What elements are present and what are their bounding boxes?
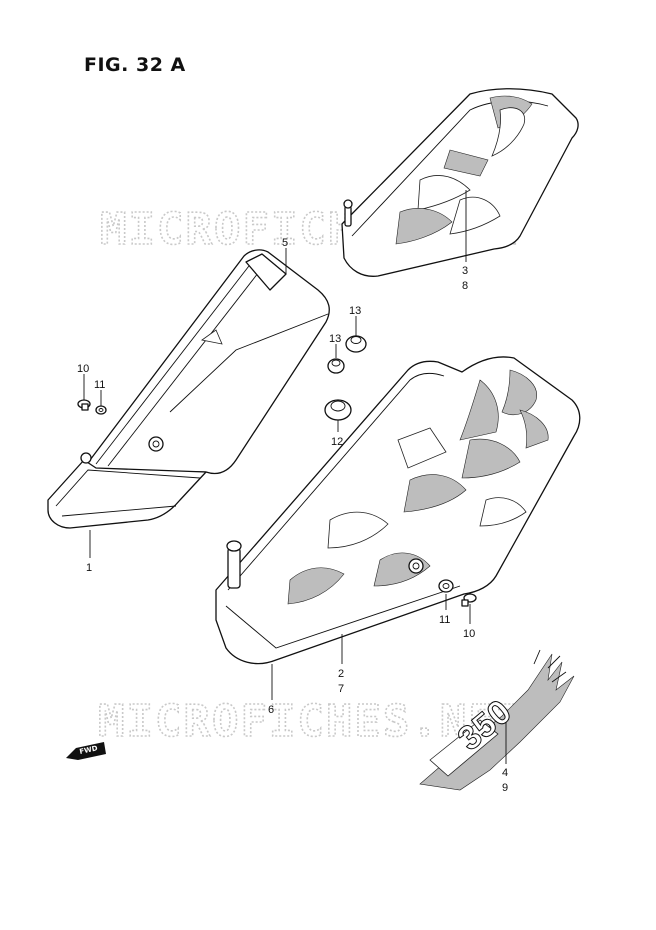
callout-11-left: 11 — [94, 379, 105, 391]
callout-5: 5 — [282, 237, 288, 249]
callout-13-lower: 13 — [329, 333, 341, 345]
screw-10-right — [461, 593, 477, 607]
main-frame-cover — [215, 356, 581, 665]
upper-side-cover — [83, 249, 330, 475]
callout-9: 9 — [502, 782, 508, 794]
callout-6: 6 — [268, 704, 274, 716]
callout-12: 12 — [331, 436, 343, 448]
callout-4: 4 — [502, 767, 508, 779]
leader-lines — [83, 190, 507, 764]
callout-1: 1 — [86, 562, 92, 574]
callout-8: 8 — [462, 280, 468, 292]
figure-title: FIG. 32 A — [84, 54, 186, 76]
grommet-12 — [324, 399, 352, 421]
screw-10-left — [77, 399, 91, 411]
grommet-13-upper — [345, 335, 367, 353]
left-frame-cover — [47, 452, 207, 529]
callout-11-right: 11 — [439, 614, 450, 626]
callout-3: 3 — [462, 265, 468, 277]
callout-13-upper: 13 — [349, 305, 361, 317]
washer-11-right — [438, 579, 454, 593]
grommet-13-lower — [327, 358, 345, 374]
watermark-bottom: MICROFICHES.NET — [98, 696, 525, 747]
callout-10-left: 10 — [77, 363, 89, 375]
callout-10-right: 10 — [463, 628, 475, 640]
washer-11-left — [95, 405, 107, 415]
fwd-label: FWD — [79, 744, 99, 756]
callout-2: 2 — [338, 668, 344, 680]
fwd-arrow-icon: FWD — [66, 742, 106, 760]
upper-frame-cover — [341, 88, 579, 277]
callout-7: 7 — [338, 683, 344, 695]
